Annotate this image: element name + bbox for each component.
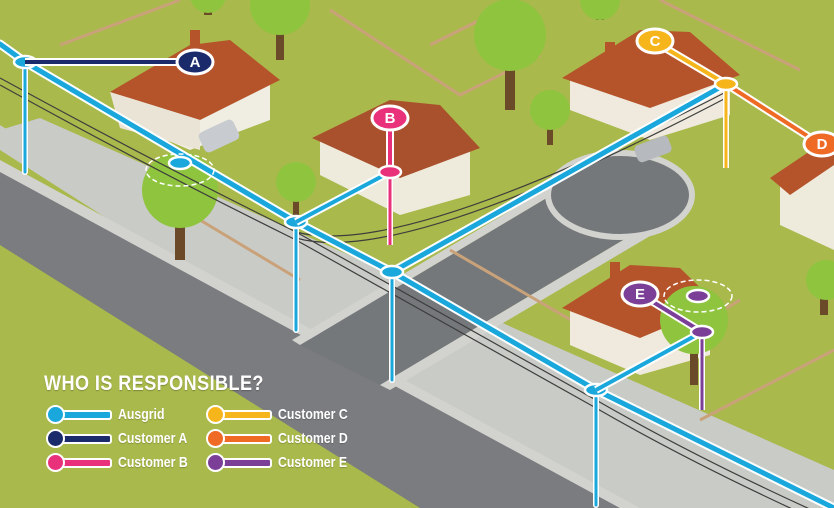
marker-c: C (635, 27, 675, 55)
side-street-kerb-top (292, 186, 560, 345)
customer-d-line (723, 80, 823, 148)
marker-a-label: A (190, 54, 201, 71)
legend-label: Customer C (278, 405, 348, 423)
legend-label: Customer D (278, 429, 348, 447)
legend-item-ausgrid: Ausgrid (44, 404, 204, 424)
legend-label: Customer E (278, 453, 348, 471)
legend-label: Customer B (118, 453, 188, 471)
marker-d-label: D (817, 136, 828, 153)
marker-d: D (802, 130, 834, 158)
legend: WHO IS RESPONSIBLE? Ausgrid Customer C C… (44, 372, 374, 472)
customer-c-swatch (204, 404, 272, 424)
customer-a-swatch (44, 428, 112, 448)
legend-item-customer-a: Customer A (44, 428, 204, 448)
customer-b-swatch (44, 452, 112, 472)
ausgrid-swatch (44, 404, 112, 424)
legend-label: Customer A (118, 429, 188, 447)
legend-item-customer-e: Customer E (204, 452, 364, 472)
cul-de-sac (545, 150, 695, 240)
car-a (198, 119, 240, 153)
underground-connection-ring-e (663, 279, 733, 313)
marker-e: E (620, 280, 660, 308)
legend-item-customer-d: Customer D (204, 428, 364, 448)
marker-a: A (175, 48, 215, 76)
legend-label: Ausgrid (118, 405, 165, 423)
legend-item-customer-b: Customer B (44, 452, 204, 472)
car-c (634, 135, 672, 163)
customer-e-node (689, 324, 715, 340)
marker-e-label: E (635, 286, 645, 303)
customer-d-swatch (204, 428, 272, 448)
tree (190, 0, 226, 15)
customer-b-node (377, 164, 403, 180)
marker-b-label: B (385, 110, 396, 127)
side-street (300, 190, 640, 385)
legend-item-customer-c: Customer C (204, 404, 364, 424)
tree (474, 0, 546, 110)
tree (580, 0, 620, 20)
tree (250, 0, 310, 60)
marker-b: B (370, 104, 410, 132)
house-a (110, 30, 280, 150)
legend-grid: Ausgrid Customer C Customer A Customer D… (44, 404, 374, 472)
tree (660, 286, 728, 385)
tree (530, 90, 570, 145)
underground-connection-ring-a (145, 153, 215, 187)
legend-title: WHO IS RESPONSIBLE? (44, 372, 264, 395)
tree (276, 162, 316, 220)
tree (806, 260, 834, 315)
customer-c-d-node (713, 76, 739, 92)
customer-e-swatch (204, 452, 272, 472)
customer-e-pit-node (685, 288, 711, 304)
marker-c-label: C (650, 33, 661, 50)
side-street-kerb-bottom (380, 230, 650, 390)
